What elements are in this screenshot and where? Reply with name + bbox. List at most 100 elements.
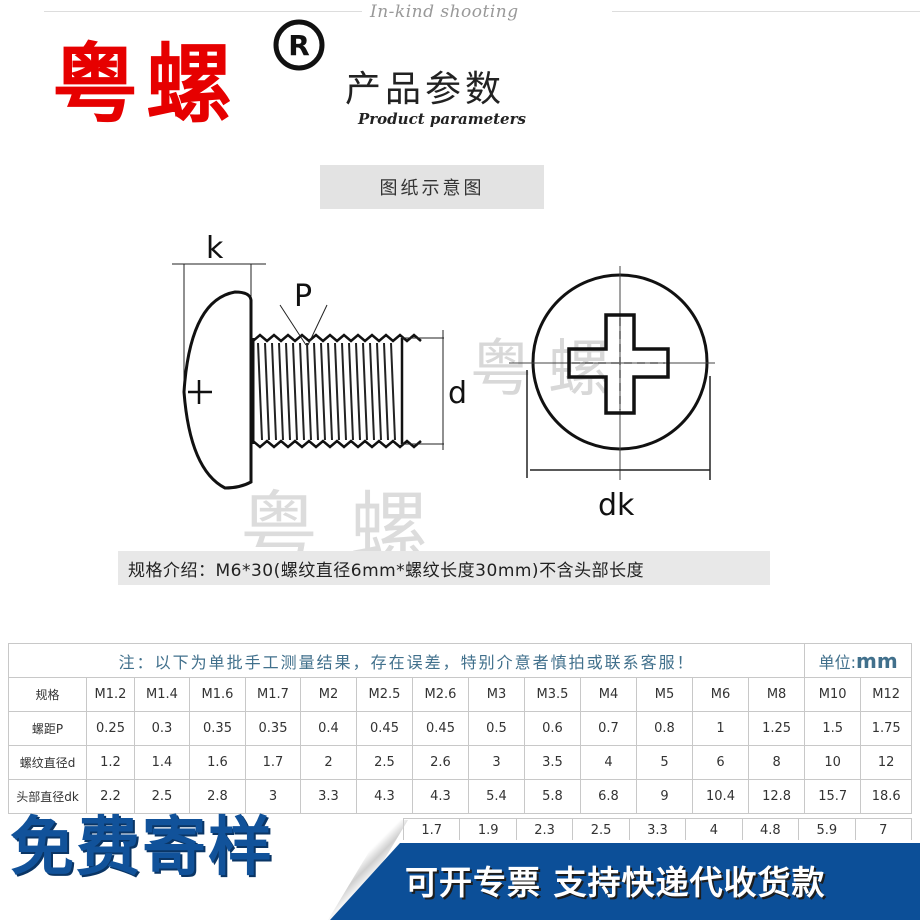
brand-logo-text: 粤螺 [52, 35, 240, 135]
cell: 6.8 [580, 779, 637, 814]
cell: 10.4 [692, 779, 749, 814]
cell: 0.25 [86, 711, 135, 746]
cell: 0.35 [189, 711, 246, 746]
cell: 15.7 [804, 779, 862, 814]
cell: 1.6 [189, 745, 246, 780]
cell: M6 [692, 677, 749, 712]
label-k: k [206, 231, 224, 266]
watermark: 粤 螺 粤 螺 [240, 332, 610, 560]
cell: 4.8 [741, 818, 800, 840]
cell: 3.3 [300, 779, 357, 814]
cell: 18.6 [860, 779, 913, 814]
cell: 1.25 [747, 711, 806, 746]
cell: 3 [468, 745, 525, 780]
table-note-row: 注：以下为单批手工测量结果，存在误差，特别介意者慎拍或联系客服！ 单位:mm [7, 643, 913, 678]
svg-text:R: R [288, 29, 310, 62]
cell: 12 [860, 745, 913, 780]
cell: 1.2 [86, 745, 135, 780]
cell: M1.7 [245, 677, 301, 712]
svg-text:dk: dk [598, 488, 635, 523]
cell: 1.4 [134, 745, 190, 780]
cell: 1.9 [459, 818, 517, 840]
cell: 5.9 [798, 818, 856, 840]
cell: M1.4 [134, 677, 190, 712]
cell: 2.5 [356, 745, 413, 780]
cell: 2.5 [134, 779, 190, 814]
unit-value: mm [856, 648, 898, 673]
decorative-line-left [44, 11, 362, 12]
service-banner-text: 可开专票 支持快递代收货款 [405, 863, 826, 902]
cell: 4.3 [356, 779, 413, 814]
cell: 8 [747, 745, 806, 780]
cell: 7 [854, 818, 912, 840]
partial-table-row: 1.7 1.9 2.3 2.5 3.3 4 4.8 5.9 7 [403, 818, 912, 840]
page-title: 产品参数 [345, 69, 506, 110]
cell: M4 [580, 677, 637, 712]
table-row: 螺纹直径d 1.2 1.4 1.6 1.7 2 2.5 2.6 3 3.5 4 … [8, 745, 913, 780]
cell: 1.75 [860, 711, 913, 746]
cell: 0.3 [134, 711, 190, 746]
spec-table: 注：以下为单批手工测量结果，存在误差，特别介意者慎拍或联系客服！ 单位:mm 规… [7, 643, 913, 814]
cell: 5.4 [468, 779, 525, 814]
cell: M2.5 [356, 677, 413, 712]
row-header: 头部直径dk [8, 779, 87, 814]
cell: 0.4 [300, 711, 357, 746]
cell: 3 [245, 779, 301, 814]
cell: 3.5 [524, 745, 581, 780]
cell: M10 [804, 677, 862, 712]
script-tagline: In-kind shooting [370, 2, 519, 22]
cell: 2.2 [86, 779, 135, 814]
unit-label: 单位: [818, 652, 857, 672]
svg-text:螺: 螺 [548, 332, 610, 405]
row-header: 螺纹直径d [8, 745, 87, 780]
page-subtitle: Product parameters [358, 110, 526, 128]
cell: 9 [636, 779, 693, 814]
cell: 0.45 [356, 711, 413, 746]
cell: 2.8 [189, 779, 246, 814]
cell: 4 [685, 818, 743, 840]
cell: 1 [692, 711, 749, 746]
cell: 5.8 [524, 779, 581, 814]
cell: M3 [468, 677, 525, 712]
cell: 4.3 [412, 779, 469, 814]
cell: M5 [636, 677, 693, 712]
row-header: 螺距P [8, 711, 87, 746]
cell: M12 [860, 677, 913, 712]
unit-cell: 单位:mm [804, 643, 913, 678]
table-row: 螺距P 0.25 0.3 0.35 0.35 0.4 0.45 0.45 0.5… [8, 711, 913, 746]
cell: 0.7 [580, 711, 637, 746]
screw-diagram: 粤 螺 粤 螺 k P d dk [172, 231, 715, 560]
decorative-line-right [612, 11, 920, 12]
svg-text:P: P [294, 279, 312, 314]
cell: 3.3 [628, 818, 687, 840]
cell: 0.35 [245, 711, 301, 746]
table-note: 注：以下为单批手工测量结果，存在误差，特别介意者慎拍或联系客服！ [7, 643, 806, 678]
cell: 2.5 [572, 818, 630, 840]
cell: 0.5 [468, 711, 525, 746]
cell: 12.8 [747, 779, 806, 814]
cell: 0.45 [412, 711, 469, 746]
row-header: 规格 [8, 677, 87, 712]
cell: 1.7 [245, 745, 301, 780]
cell: 5 [636, 745, 693, 780]
svg-text:粤: 粤 [240, 484, 318, 560]
free-sample-banner: 免费寄样 [10, 811, 274, 885]
table-row: 规格 M1.2 M1.4 M1.6 M1.7 M2 M2.5 M2.6 M3 M… [8, 677, 913, 712]
cell: 6 [692, 745, 749, 780]
cell: M1.2 [86, 677, 135, 712]
cell: M2.6 [412, 677, 469, 712]
cell: 1.5 [804, 711, 862, 746]
cell: M3.5 [524, 677, 581, 712]
cell: 2.3 [515, 818, 574, 840]
cell: M8 [747, 677, 806, 712]
cell: M1.6 [189, 677, 246, 712]
svg-text:粤: 粤 [470, 332, 532, 405]
cell: 2 [300, 745, 357, 780]
cell: 1.7 [403, 818, 461, 840]
service-banner [330, 843, 920, 920]
svg-text:d: d [448, 376, 467, 411]
spec-description: 规格介绍：M6*30(螺纹直径6mm*螺纹长度30mm)不含头部长度 [118, 551, 770, 585]
cell: 0.6 [524, 711, 581, 746]
diagram-section-label: 图纸示意图 [320, 165, 544, 209]
svg-text:螺: 螺 [350, 484, 428, 560]
